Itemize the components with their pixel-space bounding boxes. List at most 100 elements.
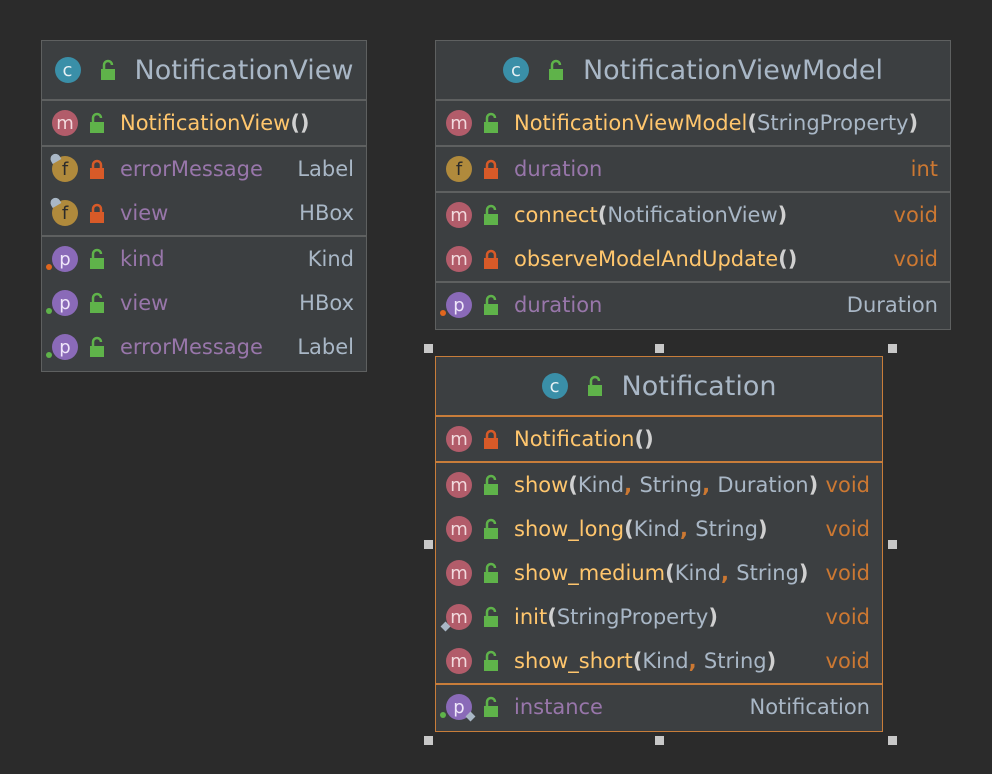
member-type: HBox — [299, 291, 354, 315]
resize-handle-ne[interactable] — [888, 344, 897, 353]
constructors-section: m NotificationViewModel(StringProperty) — [436, 101, 950, 147]
member-row[interactable]: m NotificationViewModel(StringProperty) — [436, 101, 950, 145]
member-type: void — [825, 517, 870, 541]
member-name: Notification() — [514, 427, 654, 451]
member-row[interactable]: m connect(NotificationView) void — [436, 193, 950, 237]
resize-handle-n[interactable] — [655, 344, 664, 353]
unlocked-icon — [482, 474, 500, 496]
member-name: NotificationView() — [120, 111, 310, 135]
property-icon: p — [46, 246, 78, 272]
resize-handle-w[interactable] — [424, 540, 433, 549]
class-title: Notification — [621, 370, 777, 402]
methods-section: m connect(NotificationView) void m obser… — [436, 193, 950, 283]
resize-handle-se[interactable] — [888, 736, 897, 745]
field-icon: f — [48, 152, 78, 182]
member-name: show(Kind, String, Duration) — [514, 473, 819, 497]
class-header: c NotificationViewModel — [436, 41, 950, 101]
unlocked-icon — [88, 248, 106, 270]
method-icon: m — [446, 648, 472, 674]
member-name: duration — [514, 157, 603, 181]
member-name: show_long(Kind, String) — [514, 517, 768, 541]
member-row[interactable]: f view HBox — [42, 191, 366, 235]
class-icon: c — [502, 57, 529, 83]
member-row[interactable]: p errorMessage Label — [42, 325, 366, 369]
unlocked-icon — [88, 336, 106, 358]
static-mark — [48, 152, 62, 164]
class-box-notificationview[interactable]: c NotificationView m NotificationView() … — [41, 40, 367, 372]
member-type: Kind — [307, 247, 354, 271]
locked-icon — [482, 248, 500, 270]
getter-mark — [440, 310, 446, 316]
fields-section: f duration int — [436, 147, 950, 193]
member-name: duration — [514, 293, 603, 317]
getter-mark — [440, 712, 446, 718]
class-icon: c — [541, 373, 568, 399]
properties-section: p duration Duration — [436, 283, 950, 327]
class-box-notificationviewmodel[interactable]: c NotificationViewModel m NotificationVi… — [435, 40, 951, 330]
method-icon: m — [446, 202, 472, 228]
constructors-section: m NotificationView() — [42, 101, 366, 147]
resize-handle-nw[interactable] — [424, 344, 433, 353]
unlocked-icon — [482, 650, 500, 672]
properties-section: p kind Kind p view HBox p errorMessage L… — [42, 237, 366, 369]
unlocked-icon — [482, 294, 500, 316]
class-header: c Notification — [436, 357, 882, 417]
field-icon: f — [48, 196, 78, 226]
property-icon: p — [440, 694, 476, 722]
unlocked-icon — [482, 112, 500, 134]
member-type: void — [825, 649, 870, 673]
member-name: init(StringProperty) — [514, 605, 718, 629]
unlocked-icon — [482, 606, 500, 628]
member-row[interactable]: m init(StringProperty) void — [436, 595, 882, 639]
member-row[interactable]: p duration Duration — [436, 283, 950, 327]
constructors-section: m Notification() — [436, 417, 882, 463]
resize-handle-e[interactable] — [888, 540, 897, 549]
unlocked-icon — [547, 59, 565, 81]
member-row[interactable]: p instance Notification — [436, 685, 882, 729]
member-row[interactable]: m show_short(Kind, String) void — [436, 639, 882, 683]
class-box-notification[interactable]: c Notification m Notification() m show(K… — [435, 356, 883, 732]
member-row[interactable]: m show_long(Kind, String) void — [436, 507, 882, 551]
member-name: show_short(Kind, String) — [514, 649, 777, 673]
member-type: void — [893, 203, 938, 227]
property-icon: p — [46, 334, 78, 360]
methods-section: m show(Kind, String, Duration) void m sh… — [436, 463, 882, 685]
member-type: HBox — [299, 201, 354, 225]
member-name: NotificationViewModel(StringProperty) — [514, 111, 919, 135]
member-name: observeModelAndUpdate() — [514, 247, 798, 271]
member-type: Notification — [749, 695, 871, 719]
field-icon: f — [446, 156, 472, 182]
member-name: view — [120, 201, 169, 225]
method-icon: m — [446, 560, 472, 586]
member-row[interactable]: p view HBox — [42, 281, 366, 325]
member-name: errorMessage — [120, 335, 263, 359]
package-private-mark — [440, 621, 451, 632]
fields-section: f errorMessage Label f view HBox — [42, 147, 366, 237]
member-name: instance — [514, 695, 603, 719]
class-title: NotificationView — [134, 54, 354, 86]
resize-handle-sw[interactable] — [424, 736, 433, 745]
member-name: show_medium(Kind, String) — [514, 561, 809, 585]
method-icon: m — [446, 516, 472, 542]
member-name: view — [120, 291, 169, 315]
member-name: kind — [120, 247, 165, 271]
member-row[interactable]: m Notification() — [436, 417, 882, 461]
member-type: void — [893, 247, 938, 271]
member-name: connect(NotificationView) — [514, 203, 788, 227]
getter-mark — [46, 352, 52, 358]
method-icon: m — [446, 426, 472, 452]
method-icon: m — [440, 604, 472, 632]
member-row[interactable]: f errorMessage Label — [42, 147, 366, 191]
member-row[interactable]: m observeModelAndUpdate() void — [436, 237, 950, 281]
member-row[interactable]: m show_medium(Kind, String) void — [436, 551, 882, 595]
properties-section: p instance Notification — [436, 685, 882, 729]
property-icon: p — [440, 292, 472, 318]
resize-handle-s[interactable] — [655, 736, 664, 745]
member-row[interactable]: p kind Kind — [42, 237, 366, 281]
member-row[interactable]: m show(Kind, String, Duration) void — [436, 463, 882, 507]
static-mark — [465, 711, 476, 722]
member-row[interactable]: m NotificationView() — [42, 101, 366, 145]
method-icon: m — [446, 472, 472, 498]
static-mark — [48, 196, 62, 208]
member-row[interactable]: f duration int — [436, 147, 950, 191]
